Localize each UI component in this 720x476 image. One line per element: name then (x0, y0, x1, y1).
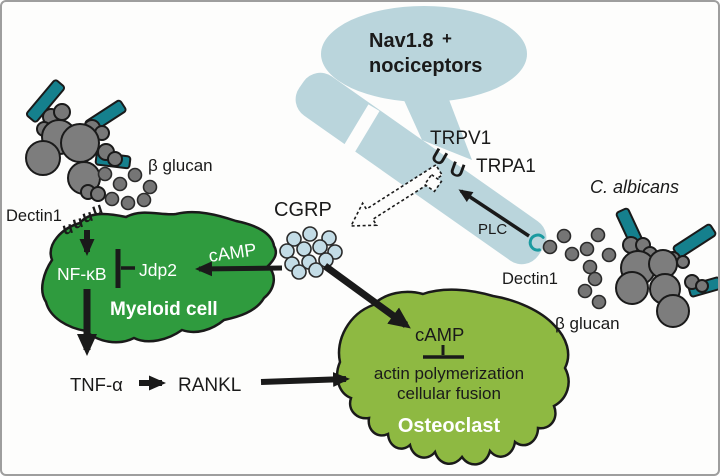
dectin1-receptor-icon: u (70, 212, 85, 233)
yeast-cell (25, 140, 61, 176)
arrows (77, 189, 530, 391)
right-beta-glucan-particles (542, 227, 617, 310)
labels: Nav1.8 + nociceptors TRPV1 TRPA1 PLC C. … (6, 29, 679, 437)
hypha-icon (25, 79, 66, 123)
yeast-bud (53, 103, 71, 121)
nociceptor-cell-body (321, 6, 527, 102)
dashed-arrow-tail (423, 173, 443, 193)
beta-glucan-dot (579, 241, 595, 257)
beta-glucan-label-right: β glucan (555, 314, 620, 333)
right-fungus (615, 207, 718, 328)
arrow-plc-to-trp (458, 189, 530, 238)
beta-glucan-dot (542, 239, 558, 255)
trpa1-receptor-icon: U (447, 158, 468, 184)
c-albicans-label: C. albicans (590, 177, 679, 197)
actin-polymerization-label: actin polymerization (374, 364, 524, 383)
dectin1-receptor-icon: u (60, 218, 75, 239)
rankl-label: RANKL (178, 375, 241, 396)
yeast-bud (695, 279, 709, 293)
beta-glucan-dot (577, 283, 593, 299)
osteoclast-label: Osteoclast (398, 415, 501, 437)
nociceptor-label-line1: Nav1.8 (369, 30, 434, 52)
beta-glucan-dot (104, 191, 120, 207)
camp-label-osteoclast: cAMP (415, 324, 464, 345)
cgrp-dot (296, 241, 312, 257)
dectin1-receptor-terminal-icon (528, 233, 545, 252)
nociceptor-label-line2: nociceptors (369, 55, 482, 77)
yeast-bud (107, 151, 123, 167)
myeloid-cell-label: Myeloid cell (110, 299, 218, 320)
dectin1-receptor-icon: u (80, 206, 95, 227)
nociceptor-label-plus: + (442, 29, 452, 48)
yeast-cell (656, 294, 690, 328)
axon (295, 72, 547, 265)
axon-node-gap (334, 104, 380, 168)
osteoclast-cell-body (335, 288, 570, 466)
dectin1-label-left: Dectin1 (6, 207, 62, 225)
cgrp-dot (302, 226, 318, 242)
arrow-cgrp-to-osteoclast (322, 263, 411, 329)
plc-label: PLC (478, 221, 507, 238)
hypha-icon (672, 223, 717, 259)
cgrp-dot (312, 239, 328, 255)
cgrp-dot (286, 231, 302, 247)
cellular-fusion-label: cellular fusion (397, 384, 501, 403)
beta-glucan-dot (112, 176, 128, 192)
cgrp-label: CGRP (274, 199, 332, 221)
tnf-label: TNF-α (70, 374, 123, 395)
cgrp-dot (279, 243, 295, 259)
yeast-cell (615, 271, 649, 305)
beta-glucan-dot (564, 246, 580, 262)
beta-glucan-dot (591, 294, 607, 310)
beta-glucan-label-left: β glucan (148, 156, 213, 175)
beta-glucan-dot (142, 179, 158, 195)
cgrp-release-arrow (349, 163, 444, 227)
beta-glucan-dot (590, 227, 606, 243)
cgrp-dot (308, 262, 324, 278)
arrow-rankl-to-osteoclast (260, 371, 350, 387)
beta-glucan-dot (127, 167, 143, 183)
trpv1-label: TRPV1 (430, 128, 491, 149)
cgrp-vesicles (279, 226, 343, 280)
beta-glucan-dot (120, 195, 136, 211)
arrow-cgrp-to-jdp2 (195, 261, 283, 277)
nociceptor-neuron (295, 6, 547, 265)
beta-glucan-dot (556, 228, 572, 244)
beta-glucan-dot (587, 271, 603, 287)
yeast-bud (90, 186, 106, 202)
nfkb-label: NF-κB (57, 264, 107, 284)
yeast-bud (676, 255, 690, 269)
dectin1-label-right: Dectin1 (502, 270, 558, 288)
left-beta-glucan-particles (97, 166, 158, 211)
beta-glucan-dot (136, 192, 152, 208)
axon-neck (398, 87, 472, 160)
left-fungus (25, 79, 132, 202)
trpa1-label: TRPA1 (476, 156, 536, 177)
beta-glucan-dot (601, 247, 617, 263)
cgrp-dot (291, 264, 307, 280)
jdp2-label: Jdp2 (139, 260, 177, 280)
yeast-cell (60, 123, 100, 163)
beta-glucan-dot (97, 166, 113, 182)
beta-glucan-dot (582, 259, 598, 275)
